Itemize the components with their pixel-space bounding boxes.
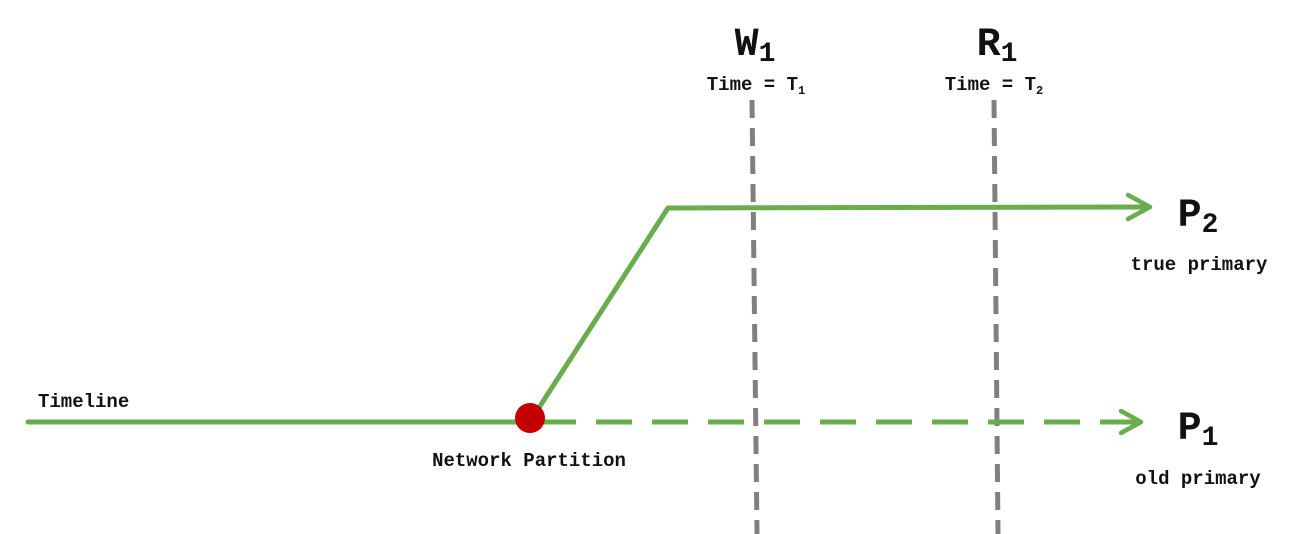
network-partition-label: Network Partition [432, 450, 626, 472]
network-partition-dot [515, 403, 545, 433]
p2-label: P2 [1178, 194, 1219, 241]
old-primary-arrowhead [1118, 408, 1144, 436]
w1-time-label: Time = T1 [707, 74, 805, 98]
old-primary-label: old primary [1135, 468, 1261, 490]
r1-time-label: Time = T2 [945, 74, 1043, 98]
true-primary-label: true primary [1131, 254, 1268, 276]
timeline-label: Timeline [38, 391, 129, 413]
true-primary-arrowhead [1125, 192, 1153, 222]
true-primary-line [528, 204, 1149, 422]
p1-label: P1 [1178, 407, 1219, 454]
r1-marker-label: R1 [977, 23, 1018, 70]
w1-marker-label: W1 [735, 23, 776, 70]
r1-time-marker-line [991, 99, 1001, 534]
w1-time-marker-line [749, 99, 760, 534]
